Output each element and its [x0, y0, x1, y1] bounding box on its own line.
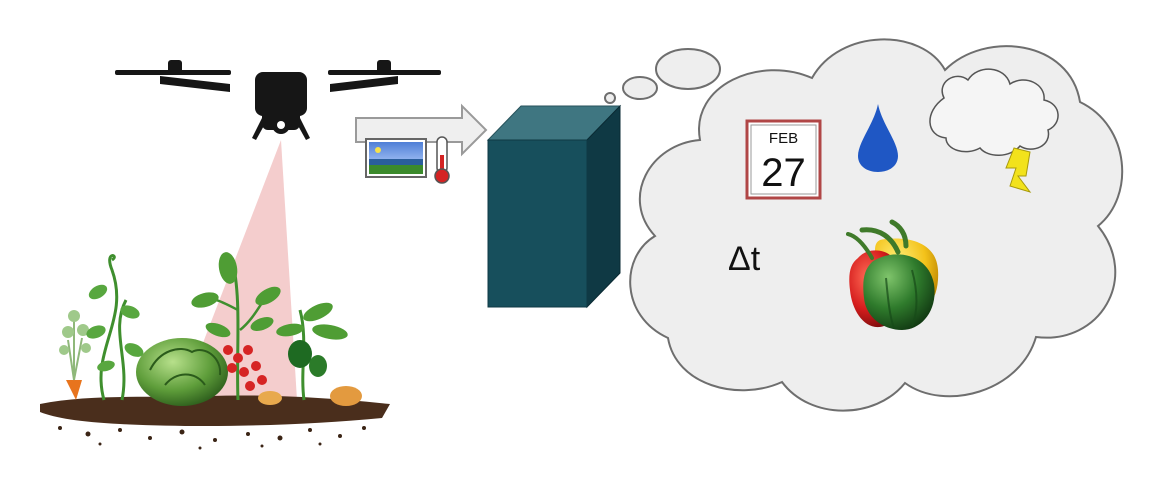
model-box: [488, 106, 620, 307]
time-step-label: Δt: [728, 240, 761, 278]
calendar-day: 27: [761, 151, 806, 195]
crops-illustration: [40, 251, 390, 450]
thought-cloud: [630, 39, 1122, 410]
camera-image-icon: [366, 139, 426, 177]
thermometer-icon: [435, 137, 449, 183]
thought-bubble-trail: [605, 49, 720, 103]
calendar-month: FEB: [769, 130, 798, 147]
calendar-icon: FEB 27: [747, 121, 820, 198]
